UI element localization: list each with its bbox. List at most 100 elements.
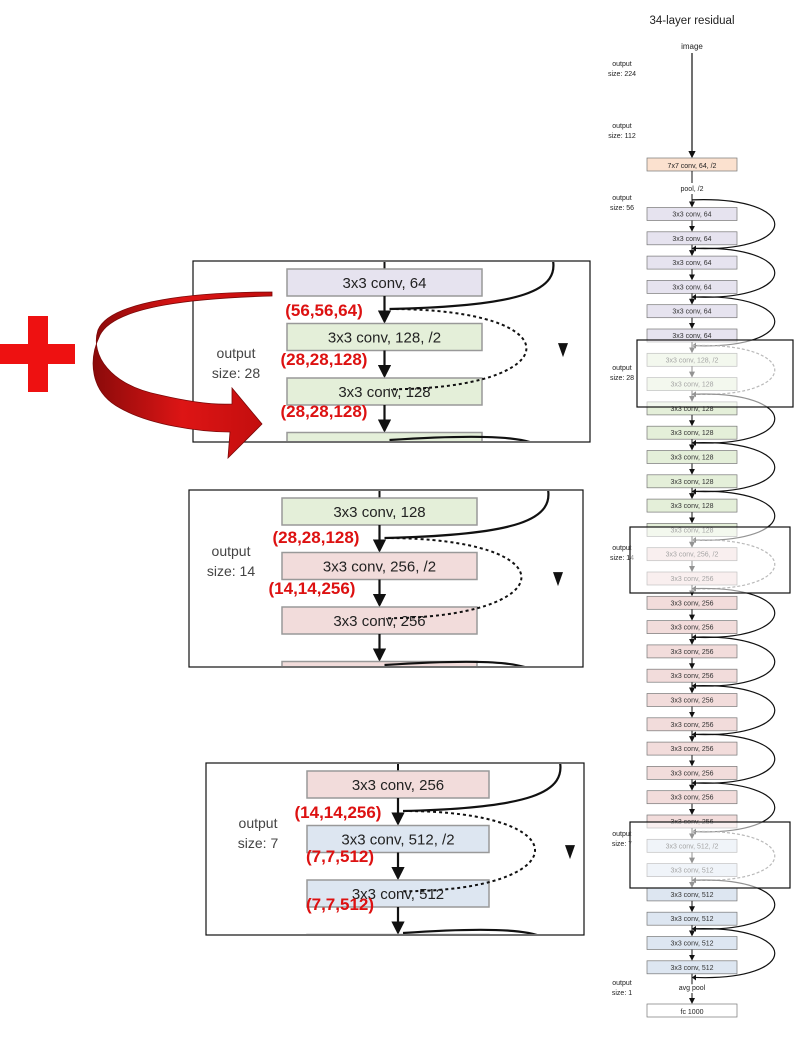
highlight-frame [629,821,791,889]
zoom-shortcut [389,435,531,441]
zoom-conv-label: 3x3 conv, 256 [333,613,425,630]
conv-label: 3x3 conv, 128 [670,503,713,510]
output-size-label: output [612,365,632,372]
conv-label: 3x3 conv, 64 [672,236,711,243]
zoom-conv-label: 3x3 conv, 128, /2 [328,330,441,347]
zoom-conv-label: 3x3 conv, 512 [352,886,444,903]
zoom-shortcut [402,928,538,934]
fc-box [646,1003,738,1018]
tensor-shape-label: (56,56,64) [285,301,363,320]
output-size-label: size: 1 [612,990,632,997]
conv-label: 3x3 conv, 128 [670,406,713,413]
highlight-frame [629,526,791,594]
residual-curved-arrow [92,291,273,460]
output-size-label: size: 224 [608,71,636,78]
shortcut-arrow [691,733,776,784]
zoom-conv-box [281,497,478,526]
zoom-conv-label: 3x3 conv, 256 [352,777,444,794]
conv-label: 3x3 conv, 128 [670,479,713,486]
zoom-inset: 3x3 conv, 256 3x3 conv, 512, /2 3x3 conv, … [205,762,585,936]
zoom-output-label: output [212,543,251,559]
zoom-conv-label: 3x3 conv, 256 [333,668,425,685]
avgpool-label: avg pool [679,985,706,992]
tensor-shape-label: (14,14,256) [269,579,356,598]
shortcut-arrow [691,442,776,493]
zoom-conv-box [306,770,490,799]
conv-label: 3x3 conv, 128 [670,430,713,437]
conv-label: 3x3 conv, 256 [670,649,713,656]
shortcut-arrow [691,685,776,736]
conv-label: 3x3 conv, 256 [670,722,713,729]
tensor-shape-label: (7,7,512) [306,847,374,866]
zoom-conv-label: 3x3 conv, 512, /2 [341,832,454,849]
zoom-conv-label: 3x3 conv, 128 [338,384,430,401]
output-size-label: output [612,831,632,838]
zoom-inset: 3x3 conv, 64 3x3 conv, 128, /2 3x3 conv, 1… [192,260,591,456]
output-size-label: output [612,980,632,987]
plus-icon [28,316,48,392]
zoom-shortcut [384,491,550,540]
zoom-shortcut [389,262,555,311]
zoom-output-label: size: 28 [212,365,260,381]
zoom-shortcut [384,660,526,666]
conv-label: 3x3 conv, 64 [672,309,711,316]
zoom-conv-label: 3x3 conv, 256, /2 [323,559,436,576]
zoom-conv-label: 3x3 conv, 128 [333,504,425,521]
output-size-label: size: 56 [610,205,634,212]
zoom-conv-box [286,268,483,297]
output-size-label: size: 14 [610,555,634,562]
zoom-conv-box [281,606,478,635]
conv-label: 3x3 conv, 256 [670,625,713,632]
highlight-frame [636,339,794,408]
zoom-conv-box [306,933,490,934]
zoom-conv-box [286,322,483,352]
zoom-shortcut [402,764,562,813]
tensor-shape-label: (28,28,128) [273,528,360,547]
zoom-output-label: output [217,345,256,361]
zoom-dashed-arrowhead [553,572,563,587]
zoom-dashed-arrowhead [558,343,568,358]
conv-label: 3x3 conv, 256 [670,795,713,802]
output-size-label: size: 7 [612,841,632,848]
conv-label: 3x3 conv, 256 [670,698,713,705]
shortcut-arrow [691,247,776,298]
conv-label: 3x3 conv, 512 [670,916,713,923]
conv-label: 3x3 conv, 256 [670,673,713,680]
output-size-label: output [612,195,632,202]
zoom-conv-box [286,431,483,441]
shortcut-arrow [691,928,776,979]
network-title: 34-layer residual [649,15,734,27]
zoom-conv-label: 3x3 conv, 64 [343,275,427,292]
conv-label: 3x3 conv, 128 [670,455,713,462]
conv-label: 3x3 conv, 512 [670,941,713,948]
conv-label: 3x3 conv, 256 [670,600,713,607]
output-size-label: size: 112 [608,133,636,140]
output-size-label: size: 28 [610,375,634,382]
conv-label: 3x3 conv, 512 [670,965,713,972]
zoom-conv-box [306,824,490,854]
tensor-shape-label: (14,14,256) [295,803,382,822]
conv-label: 3x3 conv, 64 [672,284,711,291]
zoom-dashed-shortcut [402,810,536,893]
zoom-output-label: output [239,815,278,831]
fc-label: fc 1000 [681,1009,704,1016]
stem-conv-label: 7x7 conv, 64, /2 [668,163,717,170]
conv-label: 3x3 conv, 512 [670,892,713,899]
conv-label: 3x3 conv, 64 [672,212,711,219]
zoom-conv-box [281,660,478,666]
zoom-dashed-arrowhead [565,845,575,860]
zoom-dashed-shortcut [384,537,523,620]
shortcut-arrow [691,636,776,687]
tensor-shape-label: (28,28,128) [281,402,368,421]
zoom-conv-box [281,551,478,581]
zoom-output-label: size: 7 [238,835,279,851]
conv-label: 3x3 conv, 64 [672,333,711,340]
zoom-conv-label: 3x3 conv, 128 [338,439,430,456]
input-label: image [681,42,703,51]
output-size-label: output [612,545,632,552]
pool-label: pool, /2 [681,186,704,193]
conv-label: 3x3 conv, 256 [670,770,713,777]
zoom-output-label: size: 14 [207,563,255,579]
shortcut-arrowhead [692,974,696,981]
